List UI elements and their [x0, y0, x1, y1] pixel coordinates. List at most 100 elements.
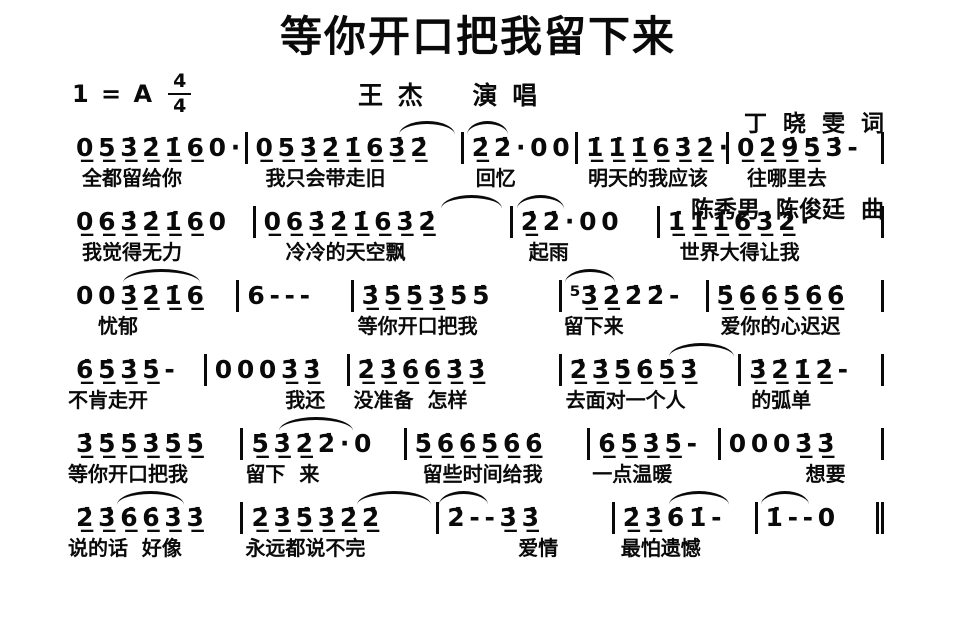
slur-arc — [668, 491, 729, 505]
measure: 6 - - - — [239, 268, 354, 313]
notation-text: 3̲̇ 5̲̇ 5̲̇ 3̲̇ 5̇ 5̇ — [354, 280, 562, 313]
measure: 2̲̇ 2̇ · 0 0 起雨 — [513, 194, 660, 265]
notation-text: 2̲̇ 2̇ · 0 0 — [464, 132, 578, 165]
score-line-1: 0̲ 5̲ 3̲̇ 2̲̇ 1̲̇ 6̲ 0 · 全都留给你 0̲ 5̲ 3̲̇… — [68, 120, 884, 191]
slur-arc — [357, 491, 432, 505]
notation-text: ⁵3̲̇ 2̲̇ 2̇ 2̇ - — [562, 280, 709, 313]
score-line-3: 0 0 3̲̇ 2̲̇ 1̲̇ 6̲ 忧郁 6 - - - 3̲̇ 5̲̇ 5̇… — [68, 268, 884, 339]
credits-block: 丁 晓 雯 词 陈秀男 陈俊廷 曲 — [691, 52, 884, 282]
notation-text: 2̲̇ 3̲̇ 6̇ 1̇ - — [615, 502, 758, 535]
notation-text: 0 0 0 3̲̇ 3̲̇ — [721, 428, 884, 461]
slur-arc — [761, 491, 810, 505]
notation-text: 1̇ - - 0 — [758, 502, 884, 535]
measure: 0̲ 5̲ 3̲̇ 2̲̇ 1̲̇ 6̲ 0 · 全都留给你 — [68, 120, 248, 191]
lyricist-credit: 丁 晓 雯 词 — [743, 110, 884, 137]
notation-text: 2̲̇ 3̲̇ 5̲̇ 3̲̇ 2̲̇ 2̲̇ — [243, 502, 440, 535]
lyric-text: 不肯走开 — [68, 388, 148, 413]
slur-arc — [467, 121, 509, 135]
measure: 6̲̇ 5̲̇ 3̲̇ 5̲̇ - 一点温暖 — [590, 416, 721, 487]
score-line-6: 2̲̇ 3̲̇ 6̲̇ 6̲̇ 3̲̇ 3̲̇ 说的话 好像 2̲̇ 3̲̇ 5… — [68, 490, 884, 561]
measure: 2̲̇ 3̲̇ 6̇ 1̇ - 最怕遗憾 — [615, 490, 758, 561]
slur-arc — [122, 269, 200, 283]
notation-text: 5̲̇ 3̲̇ 2̲̇ 2̇ · 0 — [243, 428, 407, 461]
lyric-text: 想要 — [805, 462, 846, 487]
lyric-text: 的弧单 — [751, 388, 812, 413]
lyric-text: 我只会带走旧 — [265, 166, 386, 191]
slur-arc — [669, 343, 734, 357]
measure: 2̲̇ 3̲̇ 5̲̇ 3̲̇ 2̲̇ 2̲̇ 永远都说不完 — [243, 490, 440, 561]
lyric-text: 留下 来 — [245, 462, 320, 487]
lyric-text: 永远都说不完 — [245, 536, 366, 561]
notation-text: 0 0 3̲̇ 2̲̇ 1̲̇ 6̲ — [68, 280, 240, 313]
measure: 5̲̇ 6̲̇ 6̲̇ 5̲̇ 6̲̇ 6̲̇ 留些时间给我 — [407, 416, 591, 487]
measure: 3̲̇ 2̲̇ 1̲̇ 2̲̇ - 的弧单 — [741, 342, 884, 413]
lyric-text: 等你开口把我 — [68, 462, 188, 487]
notation-text: 1̲̇ 1̲̇ 1̲̇ 6̲ 3̲̇ 2̲̇ · — [578, 132, 729, 165]
measure: 3̲̇ 5̲̇ 5̲̇ 3̲̇ 5̲̇ 5̲̇ 等你开口把我 — [68, 416, 244, 487]
lyric-text: 爱你的心迟迟 — [720, 314, 841, 339]
slur-arc — [117, 491, 184, 505]
notation-text: 6̲̇ 5̲̇ 3̲̇ 5̲̇ - — [590, 428, 721, 461]
lyric-text: 往哪里去 — [746, 166, 827, 191]
slur-arc — [440, 195, 503, 209]
measure: 3̲̇ 5̲̇ 5̲̇ 3̲̇ 5̇ 5̇ 等你开口把我 — [354, 268, 562, 339]
header-meta: 1 = A 4 4 王 杰 演 唱 丁 晓 雯 词 陈秀男 陈俊廷 曲 — [72, 62, 884, 223]
slur-arc — [564, 269, 615, 283]
measure: 0̲ 6̲ 3̲̇ 2̲̇ 1̲̇ 6̲ 0 我觉得无力 — [68, 194, 256, 265]
measure: 0̲ 6̲ 3̲̇ 2̲̇ 1̲̇ 6̲ 3̲̇ 2̲̇ 冷冷的天空飘 — [256, 194, 513, 265]
lyric-text: 起雨 — [528, 240, 569, 265]
time-signature: 4 4 — [168, 72, 192, 116]
notation-text: 2̲̇ 3̲̇ 6̲̇ 6̲̇ 3̲̇ 3̲̇ — [350, 354, 562, 387]
slur-arc — [279, 417, 353, 431]
measure: 5̲̇ 6̲̇ 6̲̇ 5̲̇ 6̲̇ 6̲̇ 爱你的心迟迟 — [709, 268, 884, 339]
lyric-text: 留下来 — [563, 314, 624, 339]
lyric-text: 留些时间给我 — [422, 462, 543, 487]
notation-text: 0 0 0 3̲̇ 3̲̇ — [207, 354, 350, 387]
sheet-music-page: 等你开口把我留下来 1 = A 4 4 王 杰 演 唱 丁 晓 雯 词 陈秀男 … — [0, 12, 956, 626]
lyric-text: 冷冷的天空飘 — [285, 240, 406, 265]
performer-credit: 王 杰 演 唱 — [358, 81, 541, 111]
score-line-5: 3̲̇ 5̲̇ 5̲̇ 3̲̇ 5̲̇ 5̲̇ 等你开口把我 5̲̇ 3̲̇ 2… — [68, 416, 884, 487]
lyric-text: 我觉得无力 — [82, 240, 182, 265]
notation-text: 0̲ 5̲ 3̲̇ 2̲̇ 1̲̇ 6̲ 0 · — [68, 132, 248, 165]
notation-text: 6̲̇ 5̲̇ 3̲̇ 5̲̇ - — [68, 354, 207, 387]
song-title: 等你开口把我留下来 — [279, 12, 676, 61]
notation-text: 2̲̇ 3̲̇ 6̲̇ 6̲̇ 3̲̇ 3̲̇ — [68, 502, 244, 535]
score-line-4: 6̲̇ 5̲̇ 3̲̇ 5̲̇ - 不肯走开 0 0 0 3̲̇ 3̲̇ 我还 … — [68, 342, 884, 413]
lyric-text: 一点温暖 — [592, 462, 673, 487]
measure: 0 0 0 3̲̇ 3̲̇ 想要 — [721, 416, 884, 487]
key-label: 1 = A — [72, 80, 155, 109]
lyric-text: 没准备 怎样 — [353, 388, 468, 413]
score: 0̲ 5̲ 3̲̇ 2̲̇ 1̲̇ 6̲ 0 · 全都留给你 0̲ 5̲ 3̲̇… — [68, 120, 884, 561]
measure: 0 0 0 3̲̇ 3̲̇ 我还 — [207, 342, 350, 413]
notation-text: 6 - - - — [239, 280, 354, 313]
measure: 2̲̇ 2̇ · 0 0 回忆 — [464, 120, 578, 191]
slur-arc — [398, 121, 456, 135]
measure: 0̲ 5̲ 3̲̇ 2̲̇ 1̲̇ 6̲ 3̲̇ 2̲̇ 我只会带走旧 — [248, 120, 464, 191]
measure: 0 0 3̲̇ 2̲̇ 1̲̇ 6̲ 忧郁 — [68, 268, 240, 339]
notation-text: 5̲̇ 6̲̇ 6̲̇ 5̲̇ 6̲̇ 6̲̇ — [407, 428, 591, 461]
lyric-text: 等你开口把我 — [357, 314, 478, 339]
measure: 2̇ - - 3̲̇ 3̲̇ 爱情 — [439, 490, 615, 561]
notation-text: 0̲ 6̲ 3̲̇ 2̲̇ 1̲̇ 6̲ 3̲̇ 2̲̇ — [256, 206, 513, 239]
notation-text: 0̲ 5̲ 3̲̇ 2̲̇ 1̲̇ 6̲ 3̲̇ 2̲̇ — [248, 132, 464, 165]
measure-final: 1̇ - - 0 — [758, 490, 884, 535]
lyric-text: 我还 — [285, 388, 326, 413]
lyric-text: 全都留给你 — [82, 166, 182, 191]
time-numerator: 4 — [168, 72, 192, 96]
lyric-text: 忧郁 — [98, 314, 138, 339]
notation-text: 2̇ - - 3̲̇ 3̲̇ — [439, 502, 615, 535]
notation-text: 0̲ 2̲̇ 9̲̇ 5̲̇ 3̇ - — [729, 132, 884, 165]
notation-text: 2̲̇ 2̇ · 0 0 — [513, 206, 660, 239]
lyric-text: 说的话 好像 — [68, 536, 182, 561]
measure: 0̲ 2̲̇ 9̲̇ 5̲̇ 3̇ - 往哪里去 — [729, 120, 884, 191]
measure: 2̲̇ 3̲̇ 6̲̇ 6̲̇ 3̲̇ 3̲̇ 没准备 怎样 — [350, 342, 562, 413]
score-line-2: 0̲ 6̲ 3̲̇ 2̲̇ 1̲̇ 6̲ 0 我觉得无力 0̲ 6̲ 3̲̇ 2… — [68, 194, 884, 265]
notation-text: 5̲̇ 6̲̇ 6̲̇ 5̲̇ 6̲̇ 6̲̇ — [709, 280, 884, 313]
lyric-text: 明天的我应该 — [587, 166, 708, 191]
lyric-text: 世界大得让我 — [679, 240, 800, 265]
notation-text: 3̲̇ 2̲̇ 1̲̇ 2̲̇ - — [741, 354, 884, 387]
lyric-text: 回忆 — [475, 166, 516, 191]
composer-credit: 陈秀男 陈俊廷 曲 — [690, 196, 884, 223]
lyric-text: 去面对一个人 — [565, 388, 686, 413]
